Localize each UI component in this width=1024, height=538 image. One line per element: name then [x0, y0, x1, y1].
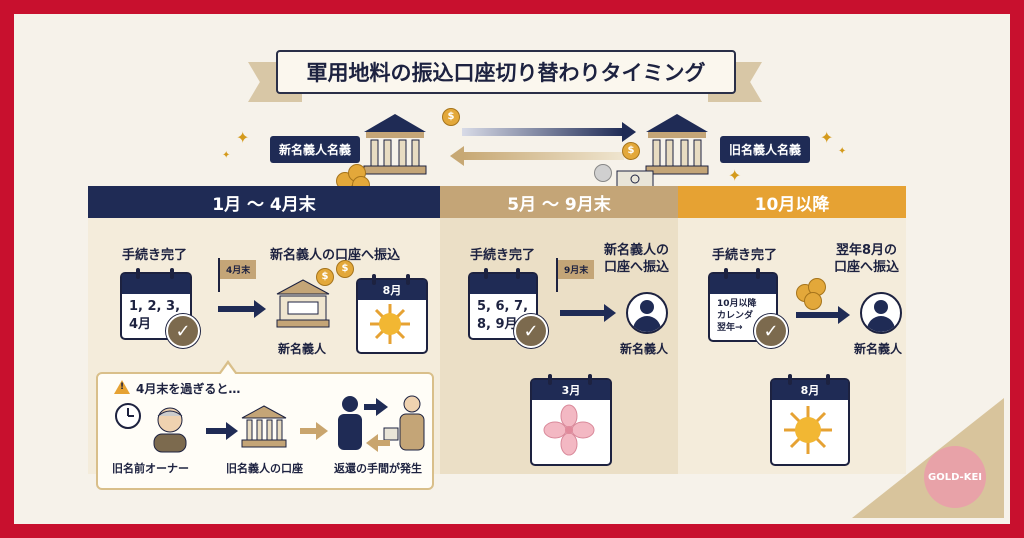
brand-text: GOLD-KEI: [927, 471, 983, 483]
calendar-done: 5, 6, 7, 8, 9月: [468, 268, 538, 340]
sun-icon: [370, 304, 410, 344]
sparkle-icon: ✦: [222, 150, 231, 161]
check-icon: ✓: [514, 314, 548, 348]
transfer-label: 新名義人の口座へ振込: [270, 248, 401, 263]
step-label: 手続き完了: [470, 248, 536, 263]
new-account-label: 新名義人名義: [270, 136, 361, 163]
warning-icon: !: [114, 380, 130, 394]
coin-icon: $: [316, 268, 334, 286]
sparkle-icon: ✦: [236, 128, 250, 147]
flag-label: 4月末: [220, 260, 257, 279]
bank-icon: [241, 405, 287, 448]
check-icon: ✓: [754, 314, 788, 348]
refund-label: 返還の手間が発生: [334, 462, 422, 475]
page-title: 軍用地料の振込口座切り替わりタイミング: [276, 50, 736, 94]
arrow-right: [218, 300, 266, 318]
check-icon: ✓: [166, 314, 200, 348]
panel-header: 5月 〜 9月末: [440, 186, 678, 218]
transfer-label: 翌年8月の 口座へ振込: [834, 243, 900, 275]
person-avatar-icon: [860, 292, 902, 334]
step-label: 手続き完了: [712, 248, 778, 263]
arrow-right: [206, 422, 238, 440]
sparkle-icon: ✦: [838, 146, 847, 157]
sun-icon: [784, 406, 832, 454]
calendar-month: 8月: [358, 280, 426, 300]
clock-icon: [115, 403, 141, 429]
bank-icon: [276, 279, 330, 328]
title-ribbon: 軍用地料の振込口座切り替わりタイミング: [248, 44, 762, 102]
flag-label: 9月末: [558, 260, 595, 279]
calendar-months: 5, 6, 7, 8, 9月: [477, 299, 529, 332]
arrow-left: [366, 434, 390, 452]
old-owner-label: 旧名前オーナー: [112, 462, 189, 475]
person-avatar-icon: [626, 292, 668, 334]
brand-logo: GOLD-KEI: [924, 446, 986, 508]
bank-caption: 新名義人: [278, 342, 327, 356]
coin-icon: $: [622, 142, 640, 160]
calendar-months: 10月以降 カレンダ 翌年→: [717, 299, 757, 333]
coin-icon: [804, 292, 822, 310]
calendar-month: 8月: [772, 380, 848, 400]
calendar-august: 8月: [356, 274, 428, 354]
people-exchange-icon: [338, 395, 425, 451]
panel-header: 1月 〜 4月末: [88, 186, 440, 218]
coin-icon: $: [442, 108, 460, 126]
transfer-label: 新名義人の 口座へ振込: [604, 243, 670, 275]
coin-icon: [594, 164, 612, 182]
person-caption: 新名義人: [620, 342, 669, 356]
arrow-to-old: [462, 122, 636, 142]
calendar-august: 8月: [770, 374, 850, 466]
arrow-right: [300, 422, 328, 440]
sparkle-icon: ✦: [820, 128, 834, 147]
arrow-right: [796, 306, 850, 324]
cherry-blossom-icon: [543, 404, 595, 456]
arrow-right: [560, 304, 616, 322]
panel-header: 10月以降: [678, 186, 906, 218]
calendar-months: 1, 2, 3, 4月: [129, 299, 181, 332]
arrow-to-new: [450, 146, 624, 166]
calendar-march: 3月: [530, 374, 612, 466]
sparkle-icon: ✦: [728, 166, 742, 185]
calendar-month: 3月: [532, 380, 610, 400]
person-caption: 新名義人: [854, 342, 903, 356]
arrow-right: [364, 398, 388, 416]
calendar-done: 10月以降 カレンダ 翌年→: [708, 268, 778, 342]
bank-icon-new: [363, 114, 427, 175]
old-account-label: 旧名義人名義: [720, 136, 811, 163]
elderly-person-icon: [153, 407, 187, 453]
bank-icon-old: [645, 114, 709, 175]
warning-title: 4月末を過ぎると…: [136, 382, 241, 396]
step-label: 手続き完了: [122, 248, 188, 263]
old-account-caption: 旧名義人の口座: [226, 462, 303, 475]
warning-box: [96, 360, 434, 490]
coin-icon: $: [336, 260, 354, 278]
